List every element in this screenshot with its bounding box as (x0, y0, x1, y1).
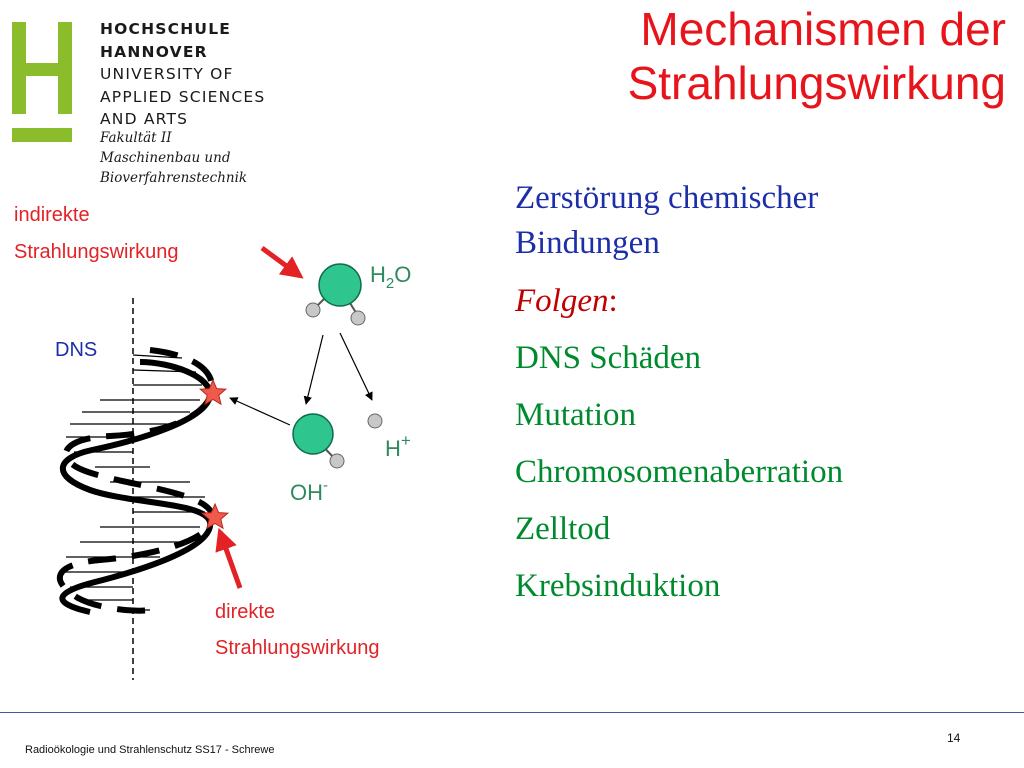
list-item: Krebsinduktion (515, 568, 721, 604)
split-arrow (303, 334, 324, 405)
list-item: DNS Schäden (515, 340, 702, 376)
attack-arrow (229, 397, 291, 426)
footer-divider (0, 712, 1024, 713)
logo-line: UNIVERSITY OF (100, 65, 234, 83)
faculty-line: Fakultät II (100, 130, 172, 146)
list-item-label: Folgen (515, 283, 609, 319)
h-logo-icon (12, 22, 72, 142)
proton-label: H+ (385, 431, 411, 461)
list-item: Mutation (515, 397, 636, 433)
faculty-line: Maschinenbau und (100, 150, 231, 166)
proton-atom (367, 413, 383, 429)
logo-line: HOCHSCHULE (100, 20, 232, 38)
indirect-label: Strahlungswirkung (14, 241, 179, 263)
damage-star-icon (198, 378, 228, 406)
title-line: Strahlungswirkung (627, 57, 1006, 109)
list-item-suffix: : (608, 283, 618, 319)
list-item: Folgen: (515, 281, 843, 338)
hydroxide-molecule (292, 413, 345, 469)
water-molecule (305, 263, 366, 326)
list-item: Zerstörung chemischer (515, 180, 819, 216)
indirect-arrow (260, 245, 304, 279)
split-arrow (339, 332, 373, 401)
logo-line: AND ARTS (100, 110, 189, 128)
university-name: HOCHSCHULE HANNOVER UNIVERSITY OF APPLIE… (100, 18, 265, 131)
list-item: Bindungen (515, 225, 660, 261)
page-number: 14 (947, 731, 961, 745)
direct-label: Strahlungswirkung (215, 637, 380, 659)
damage-star-icon (200, 502, 230, 530)
list-item: Zelltod (515, 511, 611, 547)
university-logo: H HOCHSCHULE HANNOVER UNIVERSITY OF APPL… (0, 0, 264, 200)
footer-text: Radioökologie und Strahlenschutz SS17 - … (25, 744, 275, 756)
direct-label: direkte (215, 601, 275, 623)
water-label: H2O (370, 262, 411, 292)
slide-title: Mechanismen der Strahlungswirkung (628, 2, 1006, 110)
effects-list: Zerstörung chemischer Bindungen Folgen: … (515, 178, 843, 623)
radiation-mechanism-diagram: indirekte Strahlungswirkung (14, 204, 411, 680)
logo-line: HANNOVER (100, 42, 208, 61)
logo-line: APPLIED SCIENCES (100, 87, 266, 106)
list-item: Chromosomenaberration (515, 454, 844, 490)
direct-arrow (215, 527, 243, 589)
faculty-line: Bioverfahrenstechnik (100, 170, 248, 186)
dna-label: DNS (55, 339, 97, 361)
title-line: Mechanismen der (640, 3, 1006, 55)
hydroxide-label: OH- (290, 477, 328, 505)
indirect-label: indirekte (14, 204, 90, 226)
faculty-name: Fakultät II Maschinenbau und Bioverfahre… (100, 128, 247, 188)
